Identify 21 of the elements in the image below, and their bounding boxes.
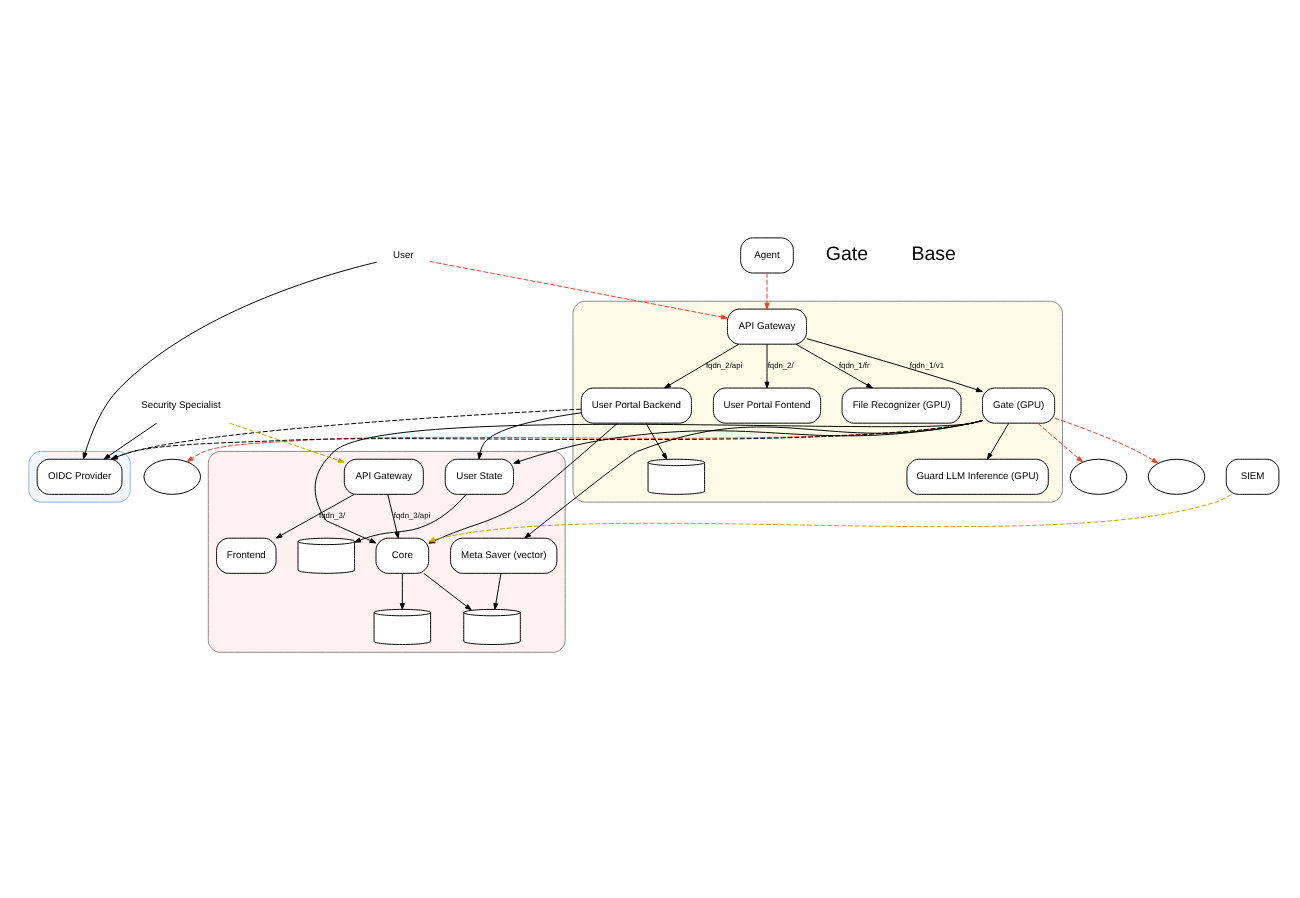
arrow — [429, 260, 728, 320]
arrow — [387, 494, 400, 539]
arrow — [229, 422, 345, 463]
arrow — [764, 343, 770, 389]
arrow — [524, 419, 983, 539]
arrow — [1054, 417, 1159, 464]
arrow — [795, 343, 873, 389]
label: Base — [911, 244, 956, 267]
arrow — [275, 494, 355, 539]
arrow — [1037, 422, 1084, 463]
arrow — [664, 343, 740, 389]
arrow — [806, 338, 983, 393]
arrow — [493, 573, 502, 610]
arrow — [423, 573, 472, 611]
label: Gate — [825, 244, 869, 267]
arrow — [513, 420, 983, 464]
arrow — [399, 573, 405, 610]
arrow — [645, 422, 668, 460]
arrow — [764, 272, 770, 310]
arrow — [477, 412, 582, 460]
arrow — [986, 422, 1010, 460]
